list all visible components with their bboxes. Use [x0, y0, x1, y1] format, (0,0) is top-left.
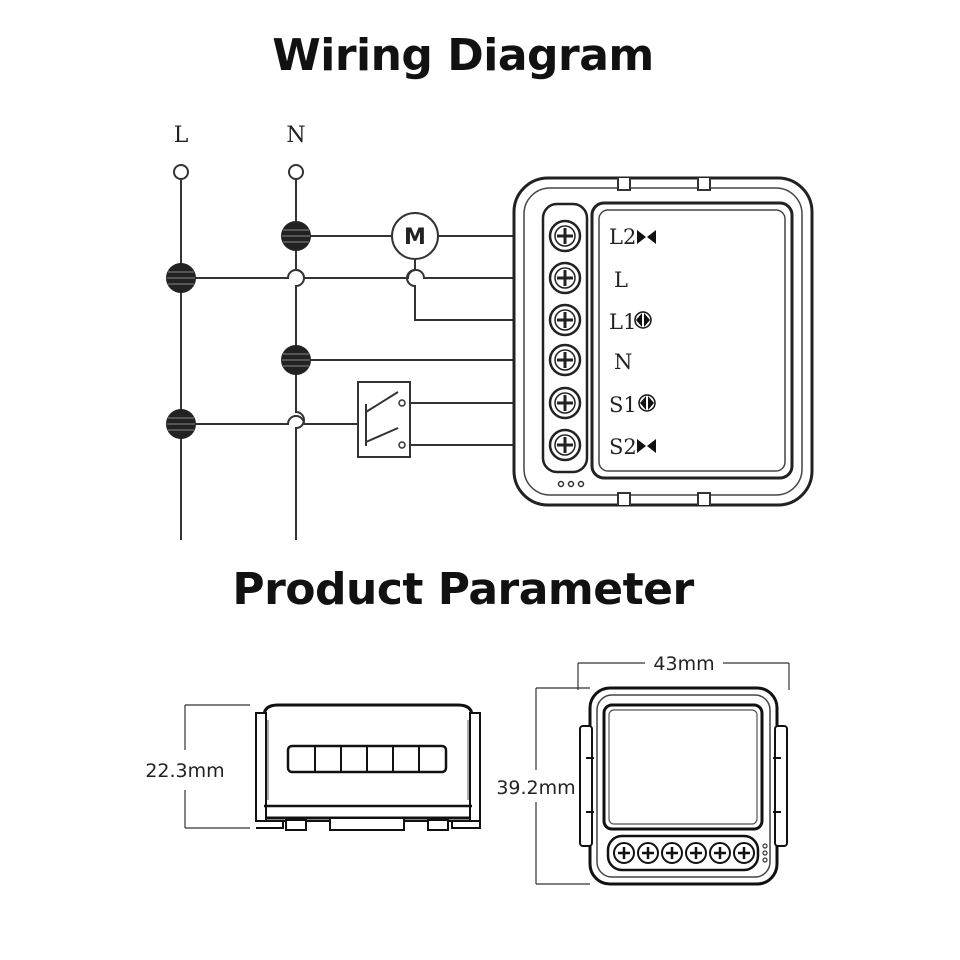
- wiring-diagram-title: Wiring Diagram: [272, 30, 654, 81]
- screw-icon: [733, 842, 755, 864]
- diamond-icon: [638, 394, 656, 412]
- screw-icon: [548, 261, 582, 295]
- diamond-icon: [634, 311, 652, 329]
- motor-label: M: [404, 225, 426, 250]
- motor-icon: M: [391, 212, 439, 260]
- terminal-labels: L2 L L1 N S1 S2: [609, 225, 656, 459]
- front-view: 43mm 39.2mm: [496, 653, 790, 886]
- screw-icon: [709, 842, 731, 864]
- junction-dot-icon: [166, 409, 196, 439]
- terminal-label-l: L: [614, 268, 628, 292]
- wall-switch-icon: [357, 381, 411, 458]
- screw-icon: [661, 842, 683, 864]
- line-terminal-icon: [173, 164, 189, 180]
- wiring-diagram: L N: [166, 123, 814, 540]
- junction-dot-icon: [166, 263, 196, 293]
- terminal-label-l2: L2: [609, 225, 636, 249]
- wire-l-to-l-terminal: [181, 269, 552, 279]
- front-screws: [613, 842, 755, 864]
- terminal-label-n: N: [614, 350, 632, 374]
- module-screws: [548, 219, 582, 462]
- side-view: 22.3mm: [145, 703, 481, 831]
- junction-dot-icon: [281, 345, 311, 375]
- neutral-terminal-icon: [288, 164, 304, 180]
- screw-icon: [548, 428, 582, 462]
- terminal-label-s2: S2: [609, 435, 637, 459]
- screw-icon: [548, 343, 582, 377]
- junction-dot-icon: [281, 221, 311, 251]
- product-parameter-title: Product Parameter: [232, 564, 694, 615]
- bowtie-icon: [637, 230, 656, 244]
- wire-l-to-switch: [181, 415, 358, 425]
- front-height-dimension: 39.2mm: [496, 777, 575, 799]
- front-width-dimension: 43mm: [653, 653, 714, 675]
- terminal-label-s1: S1: [609, 393, 637, 417]
- screw-icon: [548, 303, 582, 337]
- junction-dots: [166, 221, 311, 439]
- neutral-bus-label: N: [286, 123, 305, 148]
- screw-icon: [548, 386, 582, 420]
- line-bus-label: L: [174, 123, 189, 148]
- screw-icon: [637, 842, 659, 864]
- screw-icon: [685, 842, 707, 864]
- wire-motor-to-l1: [406, 260, 552, 321]
- bowtie-icon: [637, 439, 656, 453]
- terminal-label-l1: L1: [609, 310, 636, 334]
- screw-icon: [548, 219, 582, 253]
- screw-icon: [613, 842, 635, 864]
- side-height-dimension: 22.3mm: [145, 760, 224, 782]
